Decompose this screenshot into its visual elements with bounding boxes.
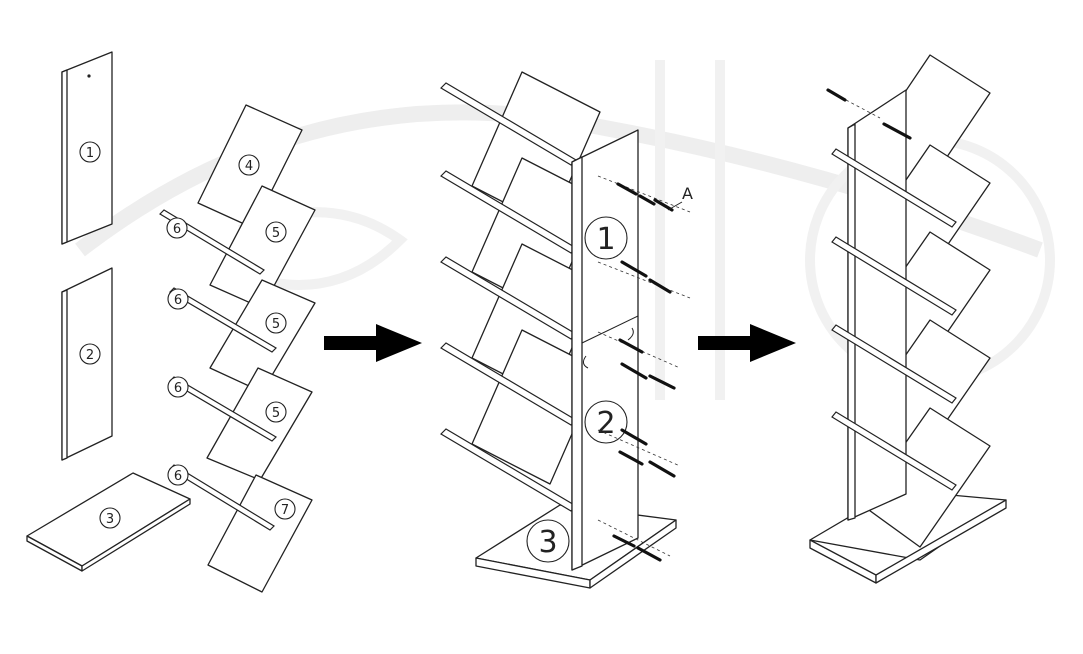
shelf-5b: 5 (209, 279, 316, 393)
arrow-right-icon (324, 324, 422, 362)
shelf-4: 4 (197, 104, 303, 229)
label-part-6c: 6 (174, 381, 182, 396)
label-part-5c: 5 (272, 406, 280, 421)
arrow-right-icon (698, 324, 796, 362)
label-part-6a: 6 (173, 222, 181, 237)
shelf-5a: 5 (209, 185, 316, 309)
label-part-1: 1 (86, 146, 94, 161)
step3-final-view (809, 54, 1007, 584)
label-part-4: 4 (245, 159, 253, 174)
step2-assembly-view: 1 2 3 A (440, 71, 693, 589)
label-part-7: 7 (281, 503, 289, 518)
step1-exploded-view: 1 2 3 4 5 (26, 51, 316, 593)
label-part-5a: 5 (272, 226, 280, 241)
screws (582, 175, 691, 562)
label-assembly-part-1: 1 (596, 222, 615, 257)
panel-1: 1 (61, 51, 113, 245)
label-part-6b: 6 (174, 293, 182, 308)
label-part-2: 2 (86, 348, 94, 363)
label-part-5b: 5 (272, 317, 280, 332)
shelf-5c: 5 (206, 367, 313, 481)
shelf-7: 7 (207, 474, 313, 593)
label-assembly-part-3: 3 (538, 525, 557, 560)
label-part-6d: 6 (174, 469, 182, 484)
rod-6a: 6 (159, 209, 265, 275)
rod-6c: 6 (167, 376, 277, 442)
label-assembly-part-2: 2 (596, 406, 615, 441)
base-3: 3 (26, 472, 191, 572)
rod-6b: 6 (167, 287, 277, 353)
rod-6d: 6 (167, 464, 275, 531)
panel-2: 2 (61, 267, 113, 461)
label-part-3: 3 (106, 512, 114, 527)
label-screw-a: A (682, 184, 693, 203)
